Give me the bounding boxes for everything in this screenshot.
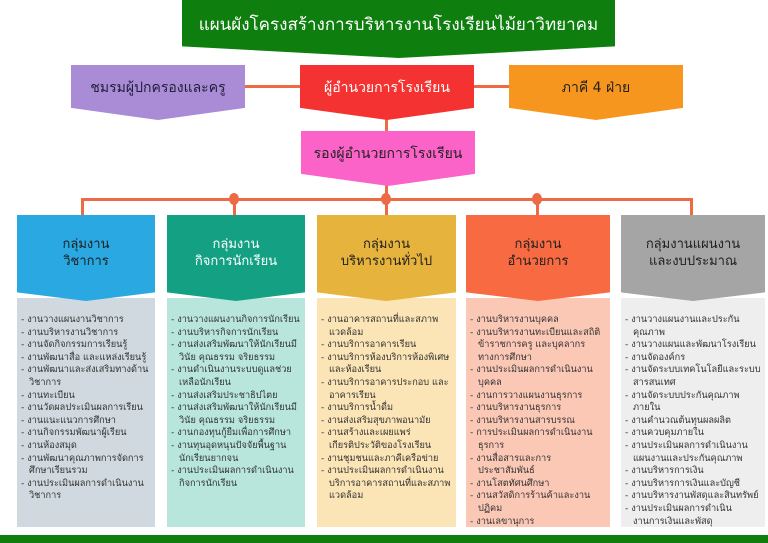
- connector-line: [81, 198, 84, 216]
- task-item: งานจัดระบบเทคโนโลยีและระบบสารสนเทศ: [625, 364, 761, 389]
- task-item: งานดำเนินงานระบบดูแลช่วยเหลือนักเรียน: [171, 364, 301, 389]
- task-item: งานวางแผนงานและประกันคุณภาพ: [625, 314, 761, 339]
- task-item: งานประเมินผลการดำเนินงานแผนงานและประกันค…: [625, 440, 761, 465]
- connector-line: [690, 198, 693, 216]
- task-item: งานประเมินผลการดำเนินงานการเงินและพัสดุ: [625, 503, 761, 528]
- connector-line: [385, 180, 388, 200]
- task-item: งานวางแผนงานกิจการนักเรียน: [171, 314, 301, 327]
- task-item: งานวางแผนและพัฒนาโรงเรียน: [625, 339, 761, 352]
- task-item: การประเมินผลการดำเนินงานธุรการ: [470, 427, 606, 452]
- parents-club-box: ชมรมผู้ปกครองและครู: [71, 65, 245, 120]
- task-item: งานกองทุนกู้ยืมเพื่อการศึกษา: [171, 427, 301, 440]
- task-list: งานอาคารสถานที่และสภาพแวดล้อมงานบริการอา…: [321, 314, 452, 503]
- task-item: งานควบคุมภายใน: [625, 427, 761, 440]
- task-item: งานเลขานุการ: [470, 516, 606, 529]
- task-item: งานประเมินผลการดำเนินงานวิชาการ: [21, 478, 151, 503]
- task-item: งานบริการอาคารประกอบ และอาคารเรียน: [321, 377, 452, 402]
- group-header: กลุ่มงาน อำนวยการ: [466, 215, 610, 301]
- task-item: งานบริหารงานพัสดุและสินทรัพย์: [625, 490, 761, 503]
- group-body: งานอาคารสถานที่และสภาพแวดล้อมงานบริการอา…: [317, 298, 456, 527]
- task-item: งานบริหารการเงินและบัญชี: [625, 478, 761, 491]
- partners-box: ภาคี 4 ฝ่าย: [509, 65, 683, 120]
- task-item: งานคำนวณต้นทุนผลผลิต: [625, 415, 761, 428]
- director-box: ผู้อำนวยการโรงเรียน: [300, 65, 474, 120]
- group-header: กลุ่มงาน กิจการนักเรียน: [167, 215, 305, 301]
- task-item: งานสวัสดิการร้านค้าและงานปฏิคม: [470, 490, 606, 515]
- connector-line: [536, 198, 539, 216]
- group-header: กลุ่มงานแผนงาน และงบประมาณ: [621, 215, 765, 301]
- connector-dot: [229, 193, 239, 205]
- task-item: งานสร้างและเผยแพร่เกียรติประวัติของโรงเร…: [321, 427, 452, 452]
- connector-line: [385, 115, 388, 133]
- task-item: งานอาคารสถานที่และสภาพแวดล้อม: [321, 314, 452, 339]
- task-item: งานส่งเสริมประชาธิปไตย: [171, 390, 301, 403]
- task-item: งานบริการห้องบริการห้องพิเศษและห้องเรียน: [321, 352, 452, 377]
- group-header: กลุ่มงาน วิชาการ: [17, 215, 155, 301]
- task-item: งานประเมินผลการดำเนินงานบริการอาคารสถานท…: [321, 465, 452, 503]
- task-item: งานพัฒนาและส่งเสริมทางด้านวิชาการ: [21, 364, 151, 389]
- task-list: งานวางแผนงานกิจการนักเรียนงานบริหารกิจกา…: [171, 314, 301, 490]
- task-item: งานสื่อสารและการประชาสัมพันธ์: [470, 453, 606, 478]
- task-item: งานห้องสมุด: [21, 440, 151, 453]
- task-item: งานบริหารงานบุคคล: [470, 314, 606, 327]
- task-list: งานวางแผนงานและประกันคุณภาพงานวางแผนและพ…: [625, 314, 761, 528]
- task-item: งานจัดระบบประกันคุณภาพภายใน: [625, 390, 761, 415]
- task-item: งานโสตทัศนศึกษา: [470, 478, 606, 491]
- task-item: งานประเมินผลการดำเนินงานกิจการนักเรียน: [171, 465, 301, 490]
- connector-line: [385, 198, 388, 216]
- group-body: งานวางแผนงานและประกันคุณภาพงานวางแผนและพ…: [621, 298, 765, 527]
- task-item: งานบริหารงานสารบรรณ: [470, 415, 606, 428]
- task-item: งานบริหารกิจการนักเรียน: [171, 327, 301, 340]
- connector-dot: [532, 193, 542, 205]
- task-item: งานบริการอาคารเรียน: [321, 339, 452, 352]
- chart-title: แผนผังโครงสร้างการบริหารงานโรงเรียนไม้ยา…: [182, 0, 615, 58]
- group-body: งานวางแผนงานกิจการนักเรียนงานบริหารกิจกา…: [167, 298, 305, 527]
- task-item: งานบริหารงานทะเบียนและสถิติข้าราชการครู …: [470, 327, 606, 365]
- task-item: งานบริหารงานวิชาการ: [21, 327, 151, 340]
- task-item: งานบริการน้ำดื่ม: [321, 402, 452, 415]
- task-item: งานพัฒนาคุณภาพการจัดการศึกษาเรียนรวม: [21, 453, 151, 478]
- task-item: งานจัดกิจกรรมการเรียนรู้: [21, 339, 151, 352]
- task-item: งานประเมินผลการดำเนินงานบุคคล: [470, 364, 606, 389]
- deputy-director-box: รองผู้อำนวยการโรงเรียน: [301, 131, 475, 186]
- task-item: งานบริหารงานธุรการ: [470, 402, 606, 415]
- connector-line: [233, 198, 236, 216]
- connector-line: [470, 85, 512, 88]
- task-item: งานวางแผนงานวิชาการ: [21, 314, 151, 327]
- task-item: งานส่งเสริมพัฒนาให้นักเรียนมีวินัย คุณธร…: [171, 339, 301, 364]
- task-item: งานแนะแนวการศึกษา: [21, 415, 151, 428]
- group-header: กลุ่มงาน บริหารงานทั่วไป: [317, 215, 456, 301]
- task-item: งานบริหารการเงิน: [625, 465, 761, 478]
- task-list: งานบริหารงานบุคคลงานบริหารงานทะเบียนและส…: [470, 314, 606, 528]
- task-item: งานการวางแผนงานธุรการ: [470, 390, 606, 403]
- footer-bar: [0, 535, 768, 543]
- connector-dot: [381, 193, 391, 205]
- task-list: งานวางแผนงานวิชาการงานบริหารงานวิชาการงา…: [21, 314, 151, 503]
- task-item: งานทะเบียน: [21, 390, 151, 403]
- connector-line: [240, 85, 304, 88]
- task-item: งานชุมชนและภาคีเครือข่าย: [321, 453, 452, 466]
- task-item: งานจัดองค์กร: [625, 352, 761, 365]
- task-item: งานวัดผลประเมินผลการเรียน: [21, 402, 151, 415]
- task-item: งานพัฒนาสื่อ และแหล่งเรียนรู้: [21, 352, 151, 365]
- group-body: งานวางแผนงานวิชาการงานบริหารงานวิชาการงา…: [17, 298, 155, 527]
- task-item: งานส่งเสริมสุขภาพอนามัย: [321, 415, 452, 428]
- task-item: งานกิจกรรมพัฒนาผู้เรียน: [21, 427, 151, 440]
- group-body: งานบริหารงานบุคคลงานบริหารงานทะเบียนและส…: [466, 298, 610, 527]
- task-item: งานส่งเสริมพัฒนาให้นักเรียนมีวินัย คุณธร…: [171, 402, 301, 427]
- task-item: งานทุนอุดหนุนปัจจัยพื้นฐานนักเรียนยากจน: [171, 440, 301, 465]
